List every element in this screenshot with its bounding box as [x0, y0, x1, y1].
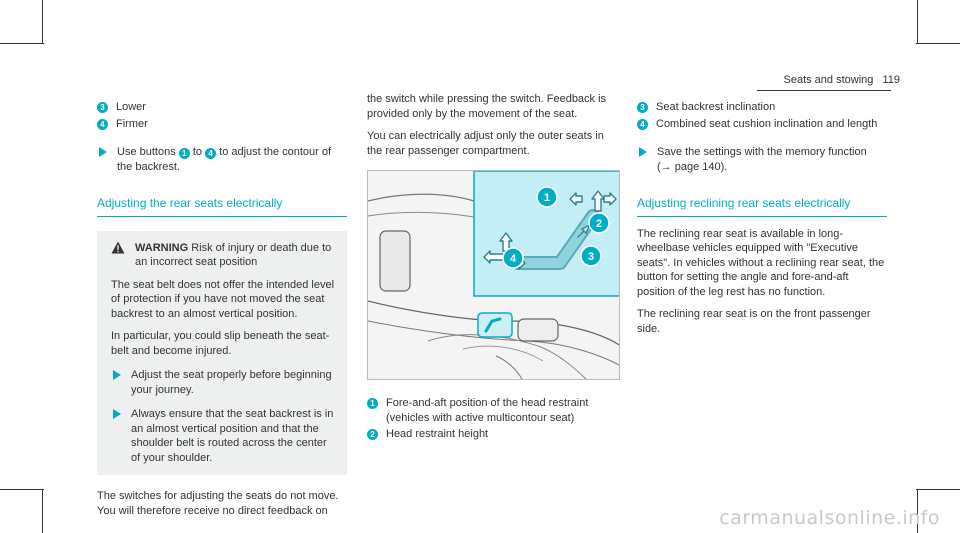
arrow-right-icon [113, 409, 121, 419]
number-badge: 2 [367, 429, 378, 440]
figure-badges: 1 2 3 4 [502, 186, 610, 269]
crop-mark [42, 0, 43, 44]
warning-title: WARNING [135, 241, 189, 254]
warning-box: WARNING Risk of injury or death due to a… [97, 230, 347, 475]
number-badge: 1 [178, 148, 190, 159]
body-paragraph: You can electrically adjust only the out… [367, 130, 604, 157]
list-item: 3 Lower [97, 100, 347, 115]
figure-label: 2 [596, 218, 602, 230]
warning-lead: Risk of injury or death due to an incorr… [135, 241, 332, 269]
page-header: Seats and stowing 119 [784, 73, 901, 88]
body-paragraph: The reclining rear seat is on the front … [637, 308, 871, 335]
list-item: 1 Fore-and-aft position of the head rest… [367, 396, 617, 425]
arrow-right-icon [639, 147, 647, 157]
list-item-text: Fore-and-aft position of the head restra… [386, 397, 589, 424]
action-step: Adjust the seat properly before beginnin… [111, 368, 337, 397]
page-number: 119 [882, 74, 900, 86]
list-item-text: Head restraint height [386, 428, 489, 440]
header-section: Seats and stowing [783, 74, 874, 86]
crop-mark [917, 0, 918, 44]
action-text: Use buttons 1 to 4 to adjust the contour… [117, 146, 332, 173]
list-item: 3 Seat backrest inclination [637, 100, 887, 115]
figure-label: 4 [510, 253, 517, 265]
list-item-text: Firmer [116, 117, 148, 130]
column-right: 3 Seat backrest inclination 4 Combined s… [637, 100, 887, 336]
body-paragraph: The switches for adjusting the seats do … [97, 490, 339, 517]
crop-mark [42, 489, 43, 533]
list-item-text: Lower [116, 101, 146, 113]
number-badge: 1 [367, 398, 378, 409]
figure-label: 1 [544, 192, 550, 204]
number-badge: 4 [637, 118, 648, 130]
section-heading: Adjusting the rear seats electrically [97, 196, 347, 217]
section-heading: Adjusting reclining rear seats electrica… [637, 196, 887, 217]
column-middle: the switch while pressing the switch. Fe… [367, 92, 620, 444]
body-paragraph: the switch while pressing the switch. Fe… [367, 93, 607, 120]
number-badge: 4 [205, 148, 217, 159]
body-paragraph: The reclining rear seat is available in … [637, 227, 885, 298]
warning-paragraph: In particular, you could slip beneath th… [111, 330, 330, 357]
crop-mark [0, 489, 44, 490]
action-text: Save the settings with the memory functi… [657, 146, 867, 158]
crop-mark [916, 43, 960, 44]
watermark: carmanualsonline.info [719, 506, 940, 529]
action-step: Use buttons 1 to 4 to adjust the contour… [97, 145, 347, 174]
column-left: 3 Lower 4 Firmer Use buttons 1 to 4 to a… [97, 100, 347, 518]
crop-mark [917, 489, 918, 533]
list-item: 4 Combined seat cushion inclination and … [637, 117, 887, 132]
warning-triangle-icon [111, 241, 125, 253]
action-text: Adjust the seat properly before beginnin… [131, 369, 332, 396]
warning-header: WARNING Risk of injury or death due to a… [111, 241, 337, 270]
action-step: Always ensure that the seat backrest is … [111, 407, 337, 465]
action-text: Always ensure that the seat backrest is … [131, 408, 334, 464]
action-step: Save the settings with the memory functi… [637, 145, 887, 174]
arrow-right-icon [99, 147, 107, 157]
figure-label: 3 [588, 251, 594, 263]
number-badge: 4 [97, 118, 108, 130]
list-item-text: Seat backrest inclination [656, 101, 776, 113]
crop-mark [0, 43, 44, 44]
door-panel-drawing: 1 2 3 4 [368, 171, 619, 379]
list-item: 2 Head restraint height [367, 427, 617, 442]
warning-paragraph: The seat belt does not offer the intende… [111, 278, 335, 320]
header-rule [757, 90, 891, 91]
number-badge: 3 [637, 102, 648, 113]
arrow-right-icon [113, 370, 121, 380]
crop-mark [916, 489, 960, 490]
seat-controls-illustration: 1 2 3 4 [367, 170, 620, 380]
number-badge: 3 [97, 102, 108, 113]
list-item-text: Combined seat cushion inclination and le… [656, 117, 878, 130]
list-item: 4 Firmer [97, 117, 347, 132]
page-reference-link[interactable]: (→ page 140). [657, 160, 728, 173]
